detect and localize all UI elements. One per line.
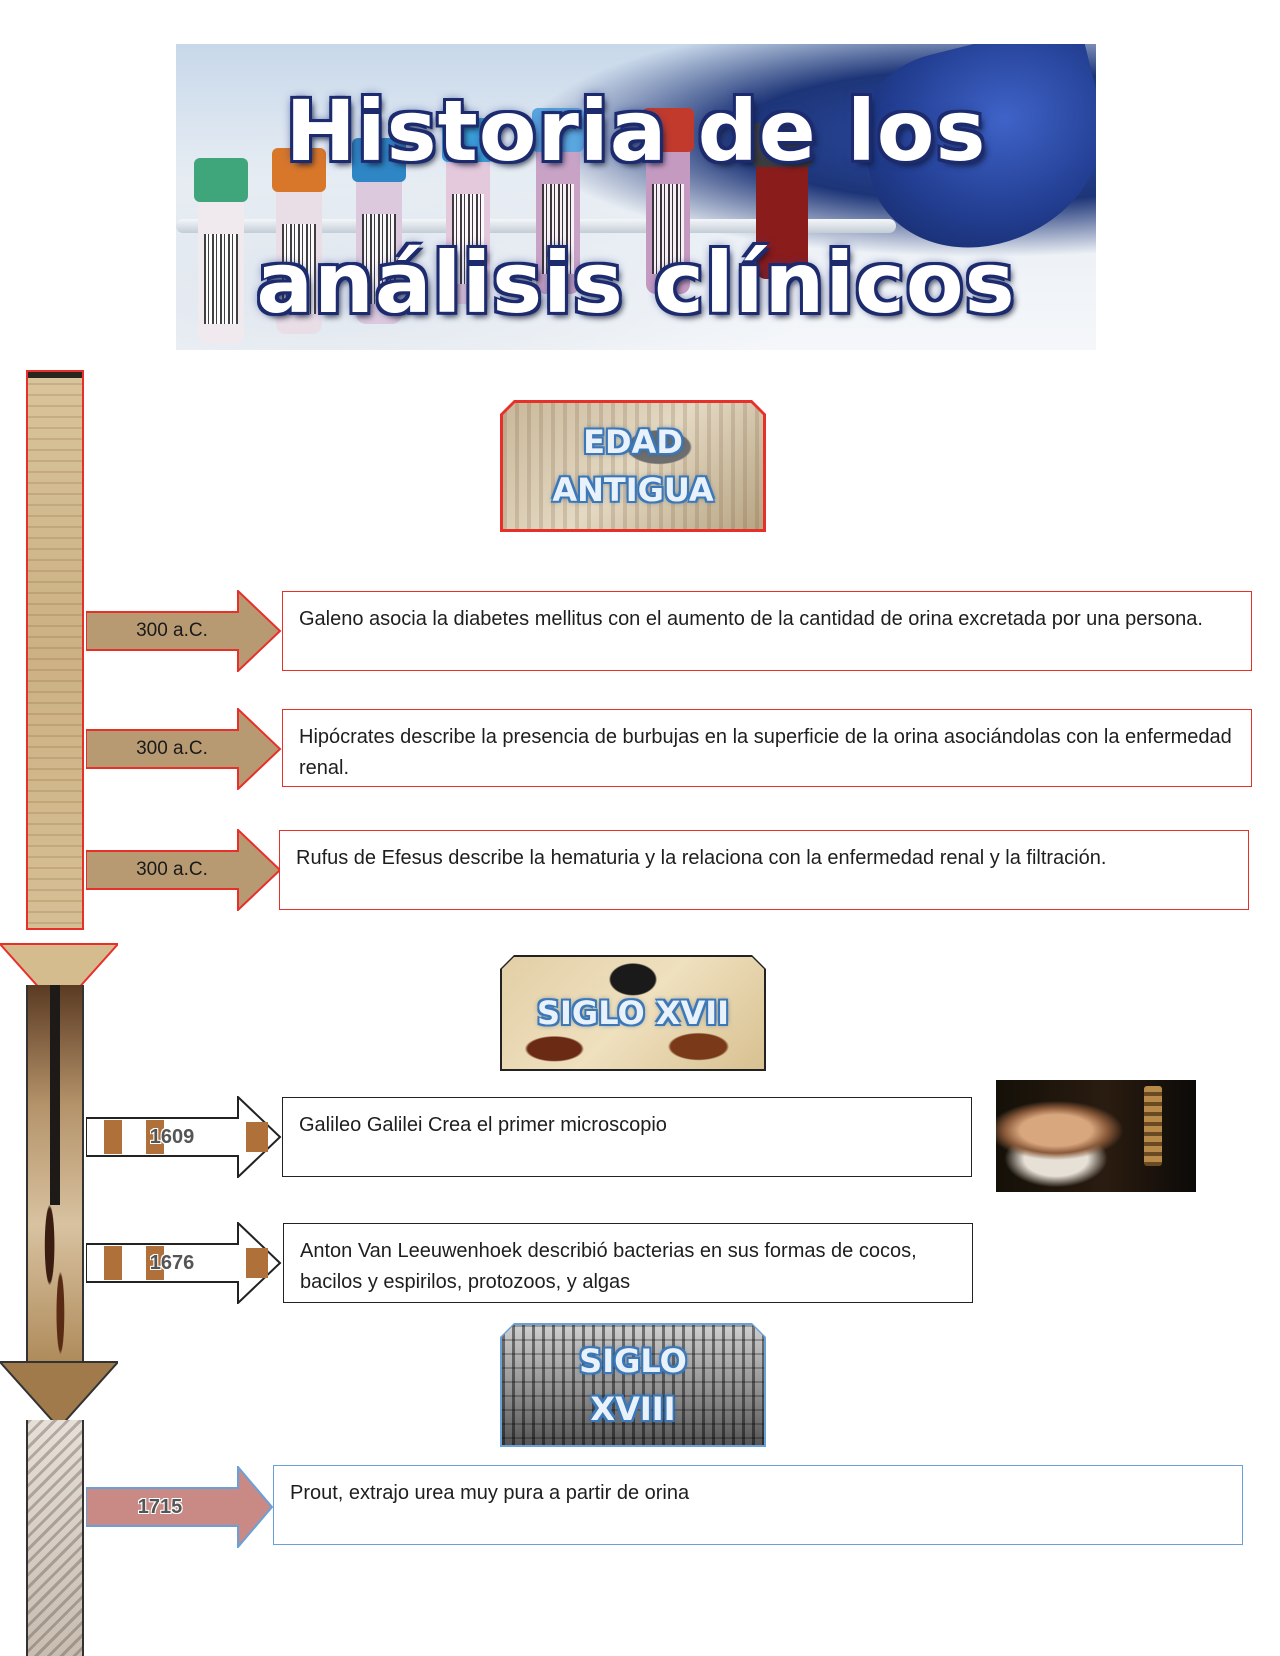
era-title: EDAD xyxy=(583,418,683,466)
event-box: Hipócrates describe la presencia de burb… xyxy=(282,709,1252,787)
date-arrow: 1676 xyxy=(86,1222,282,1309)
event-box: Rufus de Efesus describe la hematuria y … xyxy=(279,830,1249,910)
era-header-siglo-xvii: SIGLO XVII xyxy=(500,955,766,1071)
era-title: ANTIGUA xyxy=(552,466,713,514)
date-label: 1715 xyxy=(74,1496,246,1519)
date-arrow: 300 a.C. xyxy=(86,829,282,916)
date-label: 300 a.C. xyxy=(86,859,258,881)
era-title: SIGLO xyxy=(579,1337,687,1385)
event-box: Anton Van Leeuwenhoek describió bacteria… xyxy=(283,1223,973,1303)
event-box: Prout, extrajo urea muy pura a partir de… xyxy=(273,1465,1243,1545)
timeline-segment-18th-century xyxy=(26,1420,84,1656)
date-label: 300 a.C. xyxy=(86,620,258,642)
title-banner: Historia de los análisis clínicos xyxy=(176,44,1096,350)
era-header-edad-antigua: EDAD ANTIGUA xyxy=(500,400,766,532)
banner-title-line-2: análisis clínicos xyxy=(176,234,1096,332)
date-arrow: 300 a.C. xyxy=(86,590,282,677)
date-label: 1676 xyxy=(86,1252,258,1275)
banner-title-line-1: Historia de los xyxy=(176,82,1096,180)
date-label: 300 a.C. xyxy=(86,738,258,760)
event-box: Galileo Galilei Crea el primer microscop… xyxy=(282,1097,972,1177)
date-arrow: 1715 xyxy=(86,1466,282,1553)
galileo-portrait-image xyxy=(996,1080,1196,1192)
timeline-segment-17th-century xyxy=(26,985,84,1385)
era-header-siglo-xviii: SIGLO XVIII xyxy=(500,1323,766,1447)
timeline-segment-antiquity xyxy=(26,370,84,930)
date-label: 1609 xyxy=(86,1126,258,1149)
era-title: SIGLO XVII xyxy=(537,989,729,1037)
date-arrow: 1609 xyxy=(86,1096,282,1183)
era-title: XVIII xyxy=(590,1385,675,1433)
event-box: Galeno asocia la diabetes mellitus con e… xyxy=(282,591,1252,671)
date-arrow: 300 a.C. xyxy=(86,708,282,795)
